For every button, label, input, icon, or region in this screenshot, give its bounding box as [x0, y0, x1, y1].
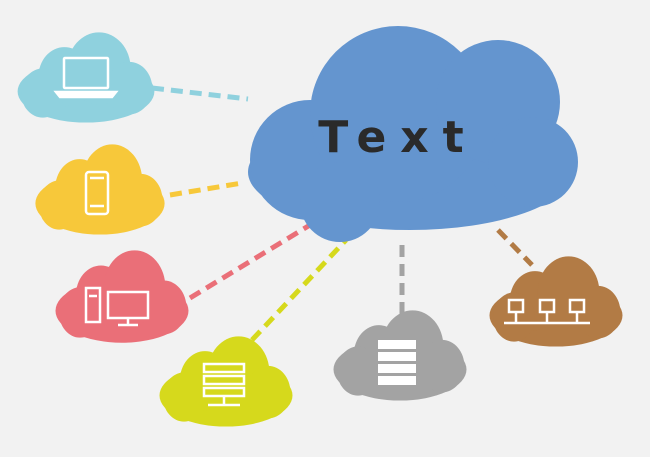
desktop-computer-icon — [84, 286, 150, 327]
main-cloud: Text — [248, 26, 578, 242]
network-cloud — [489, 256, 623, 347]
main-cloud-label: Text — [318, 112, 477, 163]
connector-network — [496, 228, 534, 267]
database-stack-icon — [378, 340, 416, 385]
connector-lines — [151, 85, 534, 342]
laptop-cloud — [17, 32, 155, 123]
connector-desktop — [188, 222, 312, 301]
storage-cloud — [333, 310, 467, 401]
server-cloud — [159, 336, 293, 427]
laptop-icon — [53, 56, 119, 99]
server-rack-icon — [202, 362, 246, 407]
desktop-cloud — [55, 250, 189, 343]
network-nodes-icon — [504, 298, 590, 325]
smartphone-icon — [84, 170, 110, 216]
connector-laptop — [151, 85, 249, 102]
phone-cloud — [35, 144, 165, 235]
connector-phone — [169, 180, 243, 198]
connector-server — [250, 238, 348, 342]
